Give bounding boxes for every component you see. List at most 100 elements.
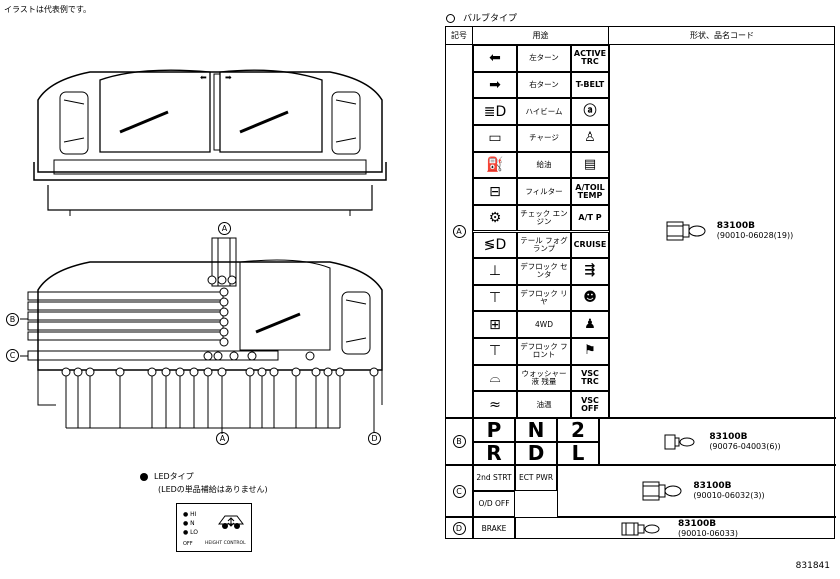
- led-hi: ● HI: [183, 511, 197, 518]
- shift-letter: R: [473, 441, 515, 465]
- shift-letter: 2: [557, 418, 599, 442]
- use-label: 右ターン: [517, 71, 571, 99]
- arrow-right-icon: ➡: [473, 71, 517, 99]
- led-title-row: LEDタイプ: [140, 471, 194, 482]
- marker-a-top: A: [218, 222, 231, 235]
- group-c-label-2: O/D OFF: [473, 491, 515, 517]
- washer-icon: ⌓: [473, 364, 517, 392]
- led-panel: ● HI ● N ● LO OFF HEIGHT CONTROL: [176, 503, 252, 552]
- group-a-part: 83100B (90010-06028(19)): [609, 45, 836, 418]
- 4wd-icon: ⊞: [473, 311, 517, 339]
- group-d-label-0: BRAKE: [473, 517, 515, 539]
- cluster-illustration-front: ⬅ ➡: [33, 69, 387, 216]
- led-lo: ● LO: [183, 529, 199, 536]
- door-icon: ▤: [571, 151, 609, 179]
- height-control-icon: [218, 515, 244, 529]
- use-label: デフロック リヤ: [517, 284, 571, 312]
- led-levels: ● HI ● N ● LO: [183, 510, 198, 537]
- group-c-part-name: 83100B: [693, 481, 732, 491]
- group-b-symbol: B: [446, 418, 473, 465]
- marker-a-bottom: A: [216, 432, 229, 445]
- group-c-symbol: C: [446, 465, 473, 517]
- bulb-double-icon: [621, 522, 660, 535]
- group-d-part-code: (90010-06033): [677, 528, 739, 538]
- use-label: デフロック センタ: [517, 258, 571, 285]
- group-d-part-name: 83100B: [677, 518, 717, 529]
- figure-number: 831841: [795, 561, 830, 571]
- led-height-control: HEIGHT CONTROL: [205, 541, 246, 546]
- shift-letter: N: [515, 418, 557, 442]
- led-off: OFF: [183, 541, 193, 547]
- use-code: VSC OFF: [571, 391, 609, 418]
- filter-icon: ⊟: [473, 178, 517, 205]
- group-b-part-code: (90076-04003(6)): [709, 441, 781, 451]
- high-beam-icon: ≣D: [473, 98, 517, 125]
- cluster-illustration-rear: [20, 237, 383, 434]
- group-c-part-code: (90010-06032(3)): [693, 491, 765, 500]
- bulb-wedge-icon: [666, 221, 706, 241]
- fog-lamp-icon: ≶D: [473, 231, 517, 259]
- bulb-wedge-small-icon: [664, 434, 695, 449]
- use-label: 左ターン: [517, 45, 571, 72]
- header-use: 用途: [473, 27, 609, 45]
- use-code: A/T P: [571, 204, 609, 232]
- oil-temp-icon: ≈: [473, 391, 517, 418]
- led-subtitle: (LEDの単品補給はありません): [158, 485, 268, 494]
- use-label: ウォッシャー 液 残量: [517, 364, 571, 392]
- diff-rear-icon: ⊤: [473, 284, 517, 312]
- svg-text:⬅: ⬅: [200, 73, 207, 82]
- use-code: CRUISE: [571, 231, 609, 259]
- use-label: 4WD: [517, 311, 571, 339]
- engine-icon: ⚙: [473, 204, 517, 232]
- use-label: デフロック フロント: [517, 338, 571, 365]
- arrow-left-icon: ⬅: [473, 45, 517, 72]
- shift-letter: D: [515, 441, 557, 465]
- group-b-part: 83100B (90076-04003(6)): [599, 418, 836, 465]
- group-d-symbol: D: [446, 517, 473, 539]
- bulb-type-title: バルブタイプ: [446, 11, 517, 24]
- led-n: ● N: [183, 520, 195, 527]
- marker-b: B: [6, 313, 19, 326]
- group-a-part-name: 83100B: [716, 221, 755, 231]
- use-label: テール フォグランプ: [517, 231, 571, 259]
- use-label: 油温: [517, 391, 571, 418]
- open-circle-icon: [446, 14, 455, 23]
- use-code: VSC TRC: [571, 364, 609, 392]
- battery-icon: ▭: [473, 124, 517, 152]
- group-c-label-1: ECT PWR: [515, 465, 557, 491]
- marker-c: C: [6, 349, 19, 362]
- group-c-part: 83100B (90010-06032(3)): [557, 465, 836, 517]
- svg-text:➡: ➡: [225, 73, 232, 82]
- group-c-label-0: 2nd STRT: [473, 465, 515, 491]
- use-label: チェック エンジン: [517, 204, 571, 232]
- group-a-part-code: (90010-06028(19)): [716, 231, 794, 240]
- shift-letter: L: [557, 441, 599, 465]
- use-label: チャージ: [517, 124, 571, 152]
- use-code: T-BELT: [571, 71, 609, 99]
- abs-icon: ⓐ: [571, 98, 609, 125]
- person-icon: ♟: [571, 311, 609, 339]
- led-dot-icon: [140, 472, 148, 481]
- slip-icon: ⚑: [571, 338, 609, 365]
- seatbelt-icon: ♙: [571, 124, 609, 152]
- header-symbol: 記号: [446, 27, 473, 45]
- airbag-icon: ☻: [571, 284, 609, 312]
- group-d-part: 83100B (90010-06033): [515, 517, 836, 539]
- diff-front-icon: ⊤: [473, 338, 517, 365]
- use-code: ACTIVE TRC: [571, 45, 609, 72]
- use-label: フィルター: [517, 178, 571, 205]
- illustration-note: イラストは代表例です。: [4, 5, 92, 14]
- header-part: 形状、品名コード: [609, 27, 835, 45]
- use-label: ハイビーム: [517, 98, 571, 125]
- marker-d: D: [368, 432, 381, 445]
- ac-icon: ⇶: [571, 258, 609, 285]
- use-code: A/TOIL TEMP: [571, 178, 609, 205]
- fuel-pump-icon: ⛽: [473, 151, 517, 179]
- bulb-wedge-icon: [642, 481, 682, 501]
- shift-letter: P: [473, 418, 515, 442]
- led-title: LEDタイプ: [154, 472, 194, 481]
- use-label: 給油: [517, 151, 571, 179]
